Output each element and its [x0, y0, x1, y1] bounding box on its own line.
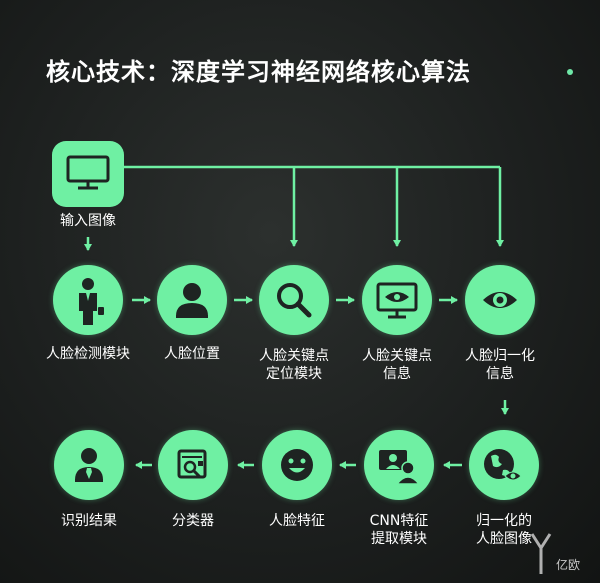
monitor-eye-icon: [376, 282, 418, 319]
smiley-icon: [281, 449, 313, 481]
watermark-logo-icon: [530, 533, 552, 574]
face-feature-node: [262, 430, 332, 500]
search-document-icon: [177, 449, 207, 479]
label-keypoint-info: 人脸关键点 信息: [362, 348, 432, 382]
user-icon: [176, 283, 208, 318]
label-classifier: 分类器: [172, 513, 214, 529]
label-face-position: 人脸位置: [164, 346, 220, 362]
result-node: [54, 430, 124, 500]
watermark-text: 亿欧: [556, 558, 581, 572]
label-cnn: CNN特征 提取模块: [369, 513, 429, 547]
eye-icon: [483, 292, 517, 308]
keypoint-locate-node: [259, 265, 329, 335]
globe-eye-icon: [484, 449, 522, 481]
label-face-feature: 人脸特征: [269, 513, 325, 529]
label-normalized-image: 归一化的 人脸图像: [476, 513, 532, 547]
label-result: 识别结果: [61, 513, 117, 529]
monitor-icon: [66, 155, 110, 190]
cnn-node: [364, 430, 434, 500]
users-icon: [379, 450, 421, 485]
magnifier-icon: [277, 283, 312, 318]
diagram-title: 核心技术：深度学习神经网络核心算法: [46, 57, 471, 86]
label-keypoint-locate: 人脸关键点 定位模块: [259, 348, 329, 382]
keypoint-info-node: [362, 265, 432, 335]
person-suit-icon: [79, 278, 104, 325]
person-tie-icon: [75, 448, 103, 482]
face-detect-node: [53, 265, 123, 335]
face-position-node: [157, 265, 227, 335]
label-normalize-info: 人脸归一化 信息: [465, 348, 535, 382]
classifier-node: [158, 430, 228, 500]
normalize-info-node: [465, 265, 535, 335]
input-image-node: [52, 141, 124, 207]
label-input: 输入图像: [60, 213, 116, 229]
normalized-image-node: [469, 430, 539, 500]
label-face-detect: 人脸检测模块: [46, 346, 130, 362]
decorative-dot: [567, 69, 573, 75]
